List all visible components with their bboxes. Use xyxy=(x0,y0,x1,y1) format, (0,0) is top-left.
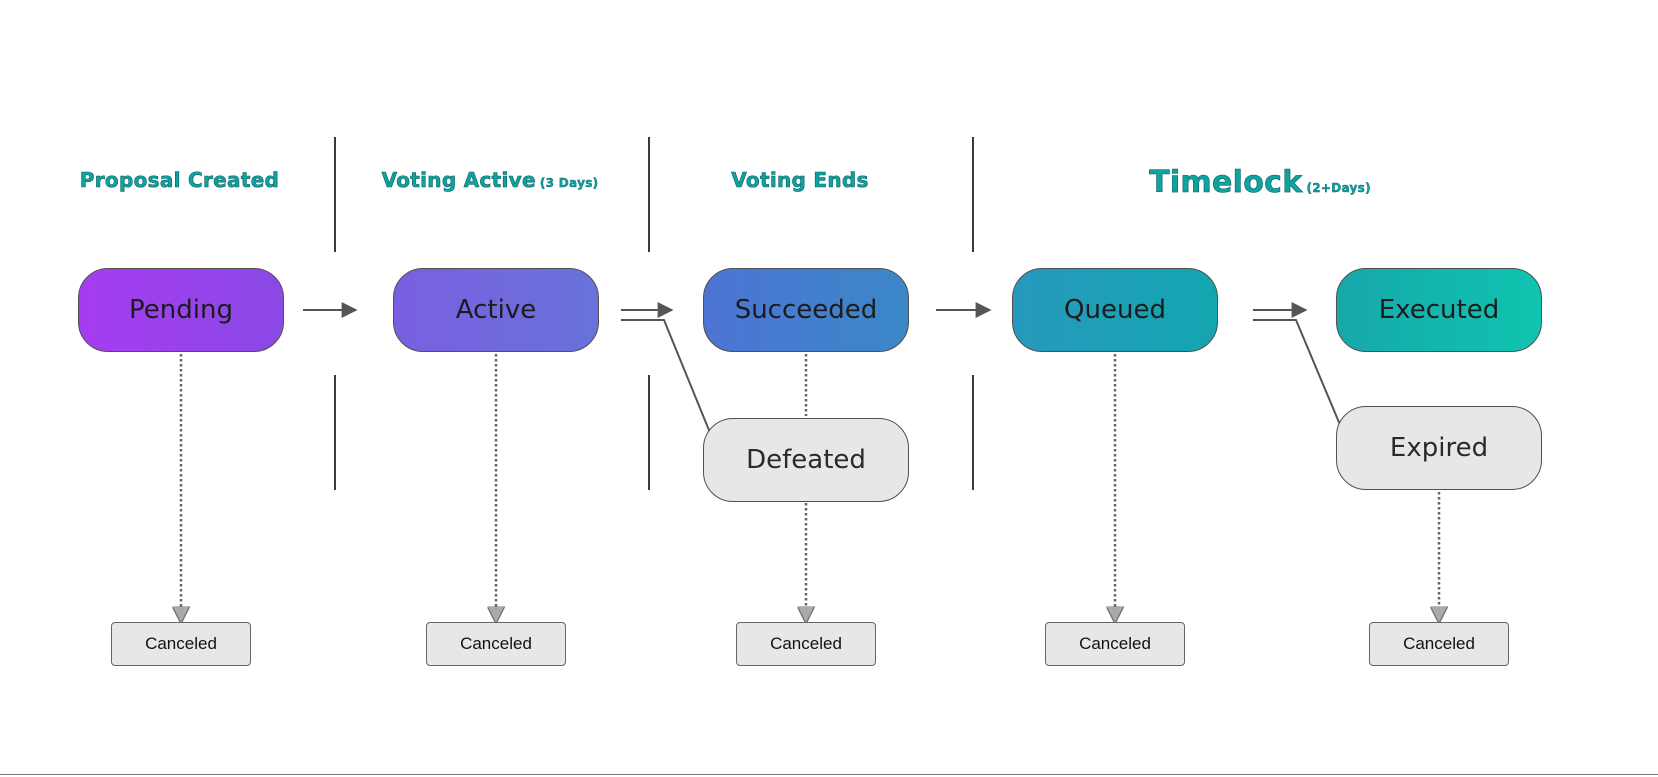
state-queued: Queued xyxy=(1012,268,1218,352)
phase-divider xyxy=(648,137,650,252)
state-label: Executed xyxy=(1378,295,1500,325)
state-label: Defeated xyxy=(746,445,866,475)
canceled-label: Canceled xyxy=(145,634,217,653)
phase-header-sub: (3 Days) xyxy=(539,176,599,190)
state-label: Pending xyxy=(129,295,233,325)
bottom-divider xyxy=(0,774,1658,775)
canceled-box: Canceled xyxy=(1369,622,1509,666)
state-defeated: Defeated xyxy=(703,418,909,502)
phase-header-sub: (2+Days) xyxy=(1306,181,1371,195)
state-expired: Expired xyxy=(1336,406,1542,490)
phase-header-timelock: Timelock(2+Days) xyxy=(1130,165,1390,201)
state-label: Queued xyxy=(1064,295,1166,325)
canceled-box: Canceled xyxy=(1045,622,1185,666)
phase-divider xyxy=(648,375,650,490)
state-executed: Executed xyxy=(1336,268,1542,352)
arrow-queued-to-expired xyxy=(1253,319,1356,460)
canceled-label: Canceled xyxy=(770,634,842,653)
phase-header-voting-ends: Voting Ends xyxy=(690,168,910,193)
phase-divider xyxy=(334,137,336,252)
canceled-box: Canceled xyxy=(736,622,876,666)
state-label: Succeeded xyxy=(734,295,878,325)
state-label: Expired xyxy=(1389,433,1489,463)
phase-header-proposal-created: Proposal Created xyxy=(72,168,287,193)
canceled-label: Canceled xyxy=(1403,634,1475,653)
phase-header-label: Voting Active xyxy=(381,168,536,193)
canceled-box: Canceled xyxy=(426,622,566,666)
phase-header-label: Proposal Created xyxy=(79,168,280,193)
phase-header-label: Voting Ends xyxy=(731,168,869,193)
state-succeeded: Succeeded xyxy=(703,268,909,352)
phase-header-label: Timelock xyxy=(1149,165,1303,201)
state-active: Active xyxy=(393,268,599,352)
canceled-label: Canceled xyxy=(460,634,532,653)
canceled-box: Canceled xyxy=(111,622,251,666)
phase-divider xyxy=(334,375,336,490)
arrow-active-to-defeated xyxy=(621,319,724,464)
canceled-label: Canceled xyxy=(1079,634,1151,653)
phase-divider xyxy=(972,137,974,252)
phase-header-voting-active: Voting Active(3 Days) xyxy=(360,168,620,193)
state-label: Active xyxy=(455,295,537,325)
state-pending: Pending xyxy=(78,268,284,352)
phase-divider xyxy=(972,375,974,490)
